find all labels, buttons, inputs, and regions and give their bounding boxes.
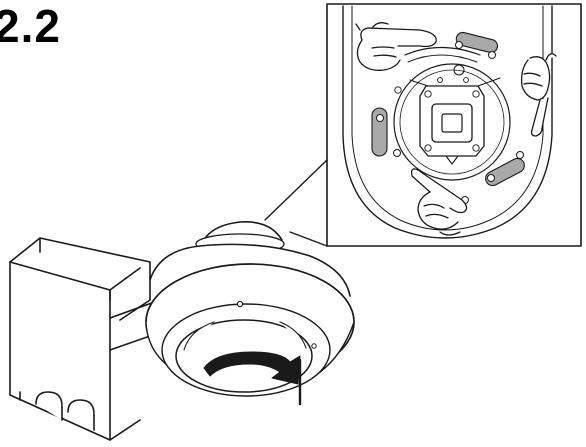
center-ring xyxy=(393,63,511,181)
plate-screws xyxy=(394,77,480,152)
top-latch-lip xyxy=(407,54,478,63)
center-ring-inner xyxy=(399,69,505,175)
pointing-hand-icon xyxy=(410,168,468,236)
callout-line-lower xyxy=(289,231,328,247)
pointing-hand-icon xyxy=(355,22,437,71)
slot-top xyxy=(455,31,498,54)
mount-plate xyxy=(419,85,485,157)
dome-side-screw xyxy=(311,343,317,349)
rotate-arrow-icon xyxy=(203,351,302,406)
callout-line-upper xyxy=(264,159,328,221)
wall-bracket xyxy=(9,237,161,441)
cover-ring-detail xyxy=(183,321,307,351)
housing-outline xyxy=(342,5,553,239)
connector-frame xyxy=(431,103,473,143)
top-latch xyxy=(404,46,481,56)
upper-arm-left xyxy=(409,79,429,87)
step-number: 2.2 xyxy=(0,0,61,52)
slot-right xyxy=(485,157,525,187)
connector xyxy=(441,113,463,133)
detail-inset xyxy=(264,3,582,247)
housing-inner-outline xyxy=(351,5,544,231)
upper-arm-right xyxy=(477,77,501,87)
camera-assembly xyxy=(9,221,355,441)
connector-tab xyxy=(445,155,459,165)
dome-top-screw xyxy=(236,300,244,308)
dome-body xyxy=(145,221,355,397)
thumbs-down-hand-icon xyxy=(520,53,557,137)
